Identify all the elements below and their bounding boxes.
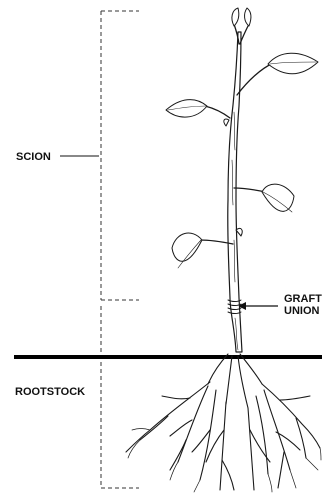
- leaf-mid-right: [262, 184, 294, 211]
- leaf-upper-left: [166, 100, 207, 117]
- rootstock-bracket: [101, 306, 139, 488]
- graft-union-label-line1: GRAFT: [284, 293, 322, 305]
- rootstock-label: ROOTSTOCK: [15, 386, 85, 398]
- roots: [126, 354, 321, 492]
- leaf-lower-left: [172, 233, 202, 261]
- leaf-apex-left: [232, 8, 239, 26]
- graft-union-label-line2: UNION: [284, 305, 320, 317]
- stem: [228, 32, 242, 352]
- scion-label: SCION: [16, 151, 51, 163]
- leaf-apex-right: [245, 8, 252, 26]
- plant-illustration: [126, 8, 321, 492]
- graft-union-arrow: [238, 302, 278, 310]
- leaves: [166, 8, 318, 268]
- scion-bracket: [101, 11, 139, 300]
